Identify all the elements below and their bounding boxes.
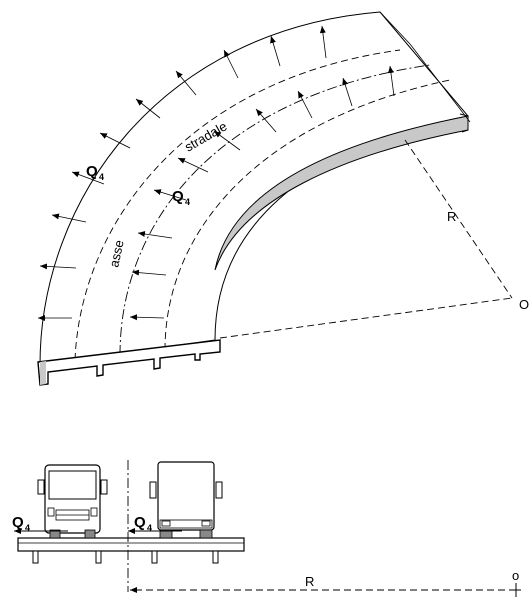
- force-arrow: [255, 108, 277, 133]
- load-subscript-outer: 4: [99, 172, 104, 182]
- force-arrows-inner-lane: [129, 65, 395, 321]
- load-subscript-left: 4: [25, 523, 30, 533]
- girder: [32, 550, 39, 564]
- force-arrows-outer-lane: [38, 25, 327, 321]
- load-subscript-right: 4: [147, 523, 152, 533]
- force-arrow: [71, 171, 105, 185]
- load-label-right: Q: [134, 514, 146, 531]
- truck-bumper: [159, 519, 213, 529]
- radius-line: [219, 297, 513, 339]
- deck-cross-section: [37, 339, 221, 386]
- force-arrow: [342, 77, 353, 107]
- force-arrow: [153, 189, 187, 201]
- bus-front-view: [37, 464, 108, 539]
- bus-wheel-right: [84, 529, 96, 539]
- deck-surface: [39, 11, 469, 366]
- force-arrow: [319, 25, 327, 59]
- truck-wheel-left: [159, 529, 173, 539]
- bridge-cross-section: Q 4 Q 4 R o: [12, 460, 521, 597]
- girder: [212, 550, 219, 564]
- force-arrow: [99, 132, 131, 149]
- bus-windshield: [48, 470, 97, 500]
- center-label-section: o: [512, 568, 519, 583]
- bus-mirror-left: [37, 479, 45, 495]
- force-arrow: [51, 213, 87, 223]
- force-arrow: [177, 157, 209, 173]
- bus-light-left: [47, 507, 55, 517]
- deck-end-face: [459, 113, 469, 133]
- radius-label-plan: R: [447, 209, 456, 224]
- force-arrow: [175, 70, 197, 96]
- edge-leader: [379, 11, 411, 45]
- cross-section-shading: [40, 361, 46, 385]
- truck-body: [157, 461, 215, 531]
- truck-light-right: [201, 520, 211, 527]
- girder: [151, 550, 158, 564]
- bus-wheel-left: [49, 529, 61, 539]
- force-arrow: [39, 263, 77, 270]
- lane-line-inner: [164, 79, 451, 351]
- road-axis-line: [119, 64, 431, 356]
- truck-mirror-left: [149, 481, 157, 499]
- truck-wheel-right: [199, 529, 213, 539]
- force-arrow: [131, 269, 167, 276]
- force-arrow: [213, 130, 241, 151]
- curved-deck-plan: Q 4 Q 4 asse stradale R O: [37, 11, 529, 386]
- lane-line-outer: [74, 49, 401, 361]
- road-axis-label-asse: asse: [106, 239, 126, 269]
- force-arrow: [137, 231, 173, 239]
- truck-light-left: [161, 520, 171, 527]
- force-arrow: [223, 49, 239, 79]
- force-arrow: [129, 314, 165, 321]
- load-label-left: Q: [12, 514, 24, 531]
- radius-label-section: R: [305, 574, 314, 589]
- center-label-plan: O: [519, 297, 529, 312]
- deck-slab: [17, 537, 245, 552]
- force-arrow: [135, 98, 161, 119]
- load-label-inner: Q: [172, 188, 184, 205]
- radius-line: [404, 139, 513, 299]
- truck-mirror-right: [215, 481, 223, 499]
- girder: [95, 550, 102, 564]
- truck-rear-view: [149, 461, 223, 539]
- force-arrow: [387, 65, 395, 97]
- load-subscript-inner: 4: [185, 197, 190, 207]
- load-label-outer: Q: [86, 163, 98, 180]
- bus-light-right: [90, 507, 98, 517]
- bus-mirror-right: [100, 479, 108, 495]
- force-arrow: [297, 90, 313, 119]
- edge-leader: [409, 43, 471, 123]
- force-arrow: [270, 35, 281, 67]
